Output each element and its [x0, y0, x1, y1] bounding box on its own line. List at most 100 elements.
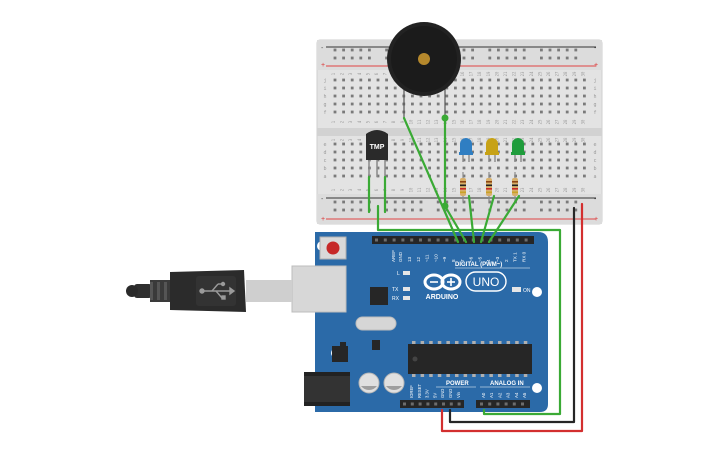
- breadboard-hole[interactable]: [359, 78, 363, 82]
- breadboard-hole[interactable]: [531, 158, 535, 162]
- breadboard-hole[interactable]: [479, 150, 483, 154]
- rail-hole[interactable]: [574, 200, 578, 204]
- breadboard-hole[interactable]: [471, 86, 474, 90]
- breadboard-hole[interactable]: [333, 150, 337, 154]
- rail-hole[interactable]: [333, 200, 337, 204]
- breadboard-hole[interactable]: [565, 110, 569, 114]
- breadboard-hole[interactable]: [583, 102, 586, 106]
- breadboard-hole[interactable]: [505, 102, 509, 106]
- breadboard-hole[interactable]: [376, 94, 380, 98]
- breadboard-hole[interactable]: [454, 166, 457, 170]
- breadboard-hole[interactable]: [505, 166, 509, 170]
- breadboard-hole[interactable]: [574, 142, 578, 146]
- breadboard-hole[interactable]: [557, 86, 560, 90]
- analog-pin[interactable]: [496, 402, 500, 406]
- rail-hole[interactable]: [548, 48, 552, 52]
- breadboard-hole[interactable]: [488, 94, 492, 98]
- led-group[interactable]: [459, 138, 525, 202]
- breadboard-hole[interactable]: [557, 174, 560, 178]
- rail-hole[interactable]: [350, 200, 354, 204]
- breadboard-hole[interactable]: [419, 94, 423, 98]
- breadboard-hole[interactable]: [333, 86, 337, 90]
- rail-hole[interactable]: [385, 200, 388, 204]
- breadboard-hole[interactable]: [548, 166, 552, 170]
- rail-hole[interactable]: [548, 56, 552, 60]
- breadboard-hole[interactable]: [505, 94, 509, 98]
- breadboard-hole[interactable]: [488, 166, 492, 170]
- breadboard-hole[interactable]: [419, 102, 423, 106]
- rail-hole[interactable]: [359, 56, 363, 60]
- breadboard-hole[interactable]: [557, 110, 560, 114]
- breadboard-hole[interactable]: [522, 166, 526, 170]
- rail-hole[interactable]: [411, 200, 414, 204]
- breadboard-hole[interactable]: [574, 78, 578, 82]
- breadboard-hole[interactable]: [497, 142, 500, 146]
- rail-hole[interactable]: [393, 208, 397, 212]
- breadboard-hole[interactable]: [419, 166, 423, 170]
- rail-hole[interactable]: [402, 200, 406, 204]
- rail-hole[interactable]: [350, 56, 354, 60]
- rail-hole[interactable]: [565, 200, 569, 204]
- reset-button[interactable]: [319, 236, 347, 260]
- breadboard-hole[interactable]: [565, 150, 569, 154]
- analog-pin[interactable]: [504, 402, 508, 406]
- breadboard-hole[interactable]: [385, 86, 388, 90]
- power-header[interactable]: [400, 400, 464, 408]
- digital-pin[interactable]: [454, 238, 458, 242]
- breadboard-hole[interactable]: [342, 166, 345, 170]
- rail-hole[interactable]: [359, 200, 363, 204]
- breadboard-hole[interactable]: [574, 166, 578, 170]
- rail-hole[interactable]: [368, 56, 371, 60]
- breadboard-hole[interactable]: [548, 110, 552, 114]
- rail-hole[interactable]: [497, 200, 500, 204]
- breadboard-hole[interactable]: [436, 166, 440, 170]
- rail-hole[interactable]: [462, 48, 466, 52]
- breadboard-hole[interactable]: [411, 166, 414, 170]
- digital-pin[interactable]: [498, 238, 502, 242]
- breadboard-hole[interactable]: [333, 142, 337, 146]
- rail-hole[interactable]: [462, 200, 466, 204]
- rail-hole[interactable]: [557, 200, 560, 204]
- breadboard-hole[interactable]: [393, 86, 397, 90]
- breadboard-hole[interactable]: [565, 158, 569, 162]
- header-pins[interactable]: [375, 238, 528, 406]
- breadboard-hole[interactable]: [548, 174, 552, 178]
- breadboard-hole[interactable]: [376, 110, 380, 114]
- breadboard-hole[interactable]: [359, 158, 363, 162]
- usb-cable-icon[interactable]: [126, 270, 246, 312]
- breadboard-hole[interactable]: [540, 86, 543, 90]
- breadboard-hole[interactable]: [462, 102, 466, 106]
- breadboard-hole[interactable]: [471, 102, 474, 106]
- breadboard-hole[interactable]: [479, 102, 483, 106]
- breadboard-hole[interactable]: [540, 102, 543, 106]
- rail-hole[interactable]: [574, 48, 578, 52]
- breadboard-hole[interactable]: [557, 94, 560, 98]
- temperature-sensor-icon[interactable]: TMP: [366, 130, 388, 177]
- breadboard-hole[interactable]: [445, 102, 449, 106]
- breadboard-hole[interactable]: [436, 174, 440, 178]
- breadboard-hole[interactable]: [471, 94, 474, 98]
- breadboard-hole[interactable]: [342, 158, 345, 162]
- breadboard-hole[interactable]: [462, 94, 466, 98]
- power-pin[interactable]: [410, 402, 414, 406]
- breadboard-hole[interactable]: [445, 150, 449, 154]
- breadboard-hole[interactable]: [471, 142, 474, 146]
- breadboard-hole[interactable]: [514, 94, 517, 98]
- rail-hole[interactable]: [350, 48, 354, 52]
- rail-hole[interactable]: [522, 200, 526, 204]
- resistor[interactable]: [512, 172, 518, 202]
- rail-hole[interactable]: [333, 208, 337, 212]
- breadboard-hole[interactable]: [574, 174, 578, 178]
- breadboard-hole[interactable]: [342, 94, 345, 98]
- breadboard-hole[interactable]: [479, 142, 483, 146]
- breadboard-hole[interactable]: [411, 102, 414, 106]
- rail-hole[interactable]: [514, 208, 517, 212]
- breadboard-hole[interactable]: [359, 142, 363, 146]
- breadboard-hole[interactable]: [479, 158, 483, 162]
- rail-hole[interactable]: [574, 56, 578, 60]
- rail-hole[interactable]: [462, 208, 466, 212]
- breadboard-hole[interactable]: [411, 94, 414, 98]
- breadboard-hole[interactable]: [454, 102, 457, 106]
- rail-hole[interactable]: [565, 208, 569, 212]
- breadboard-hole[interactable]: [359, 86, 363, 90]
